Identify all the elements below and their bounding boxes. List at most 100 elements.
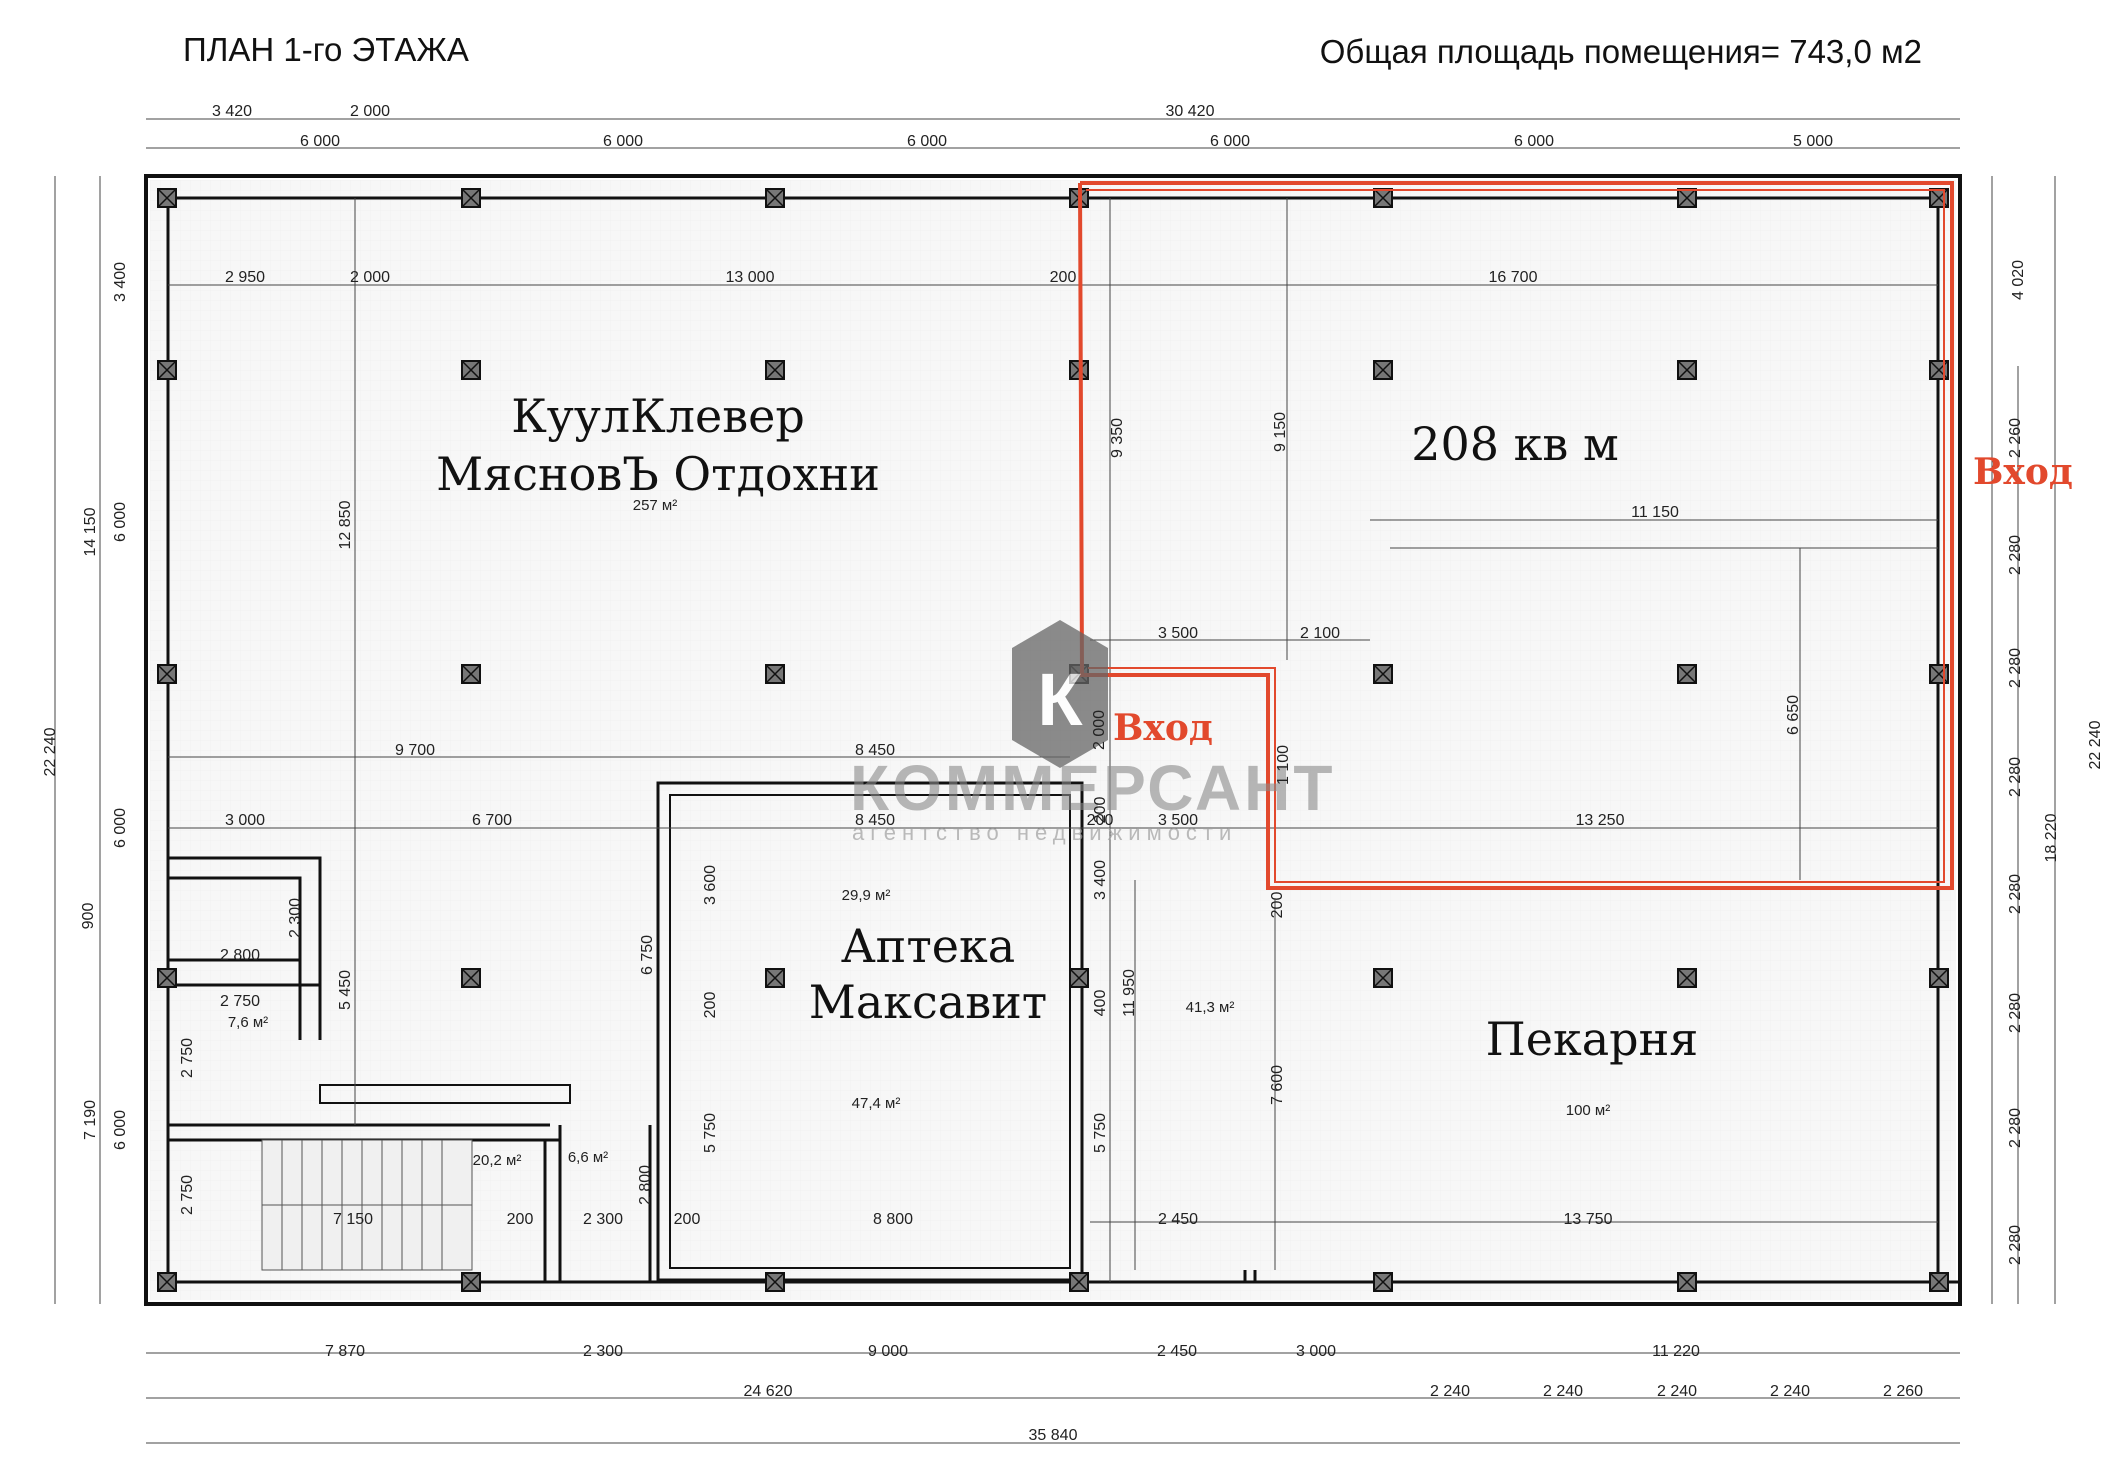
dim-bot2-5: 2 240 [1770,1383,1810,1400]
dim-int-11150: 11 150 [1631,504,1679,521]
area-20-2: 20,2 м² [473,1152,522,1169]
column-marker [765,360,785,380]
dim-left-6000c: 6 000 [112,1110,129,1150]
column-marker [1929,664,1949,684]
column-marker [1929,188,1949,208]
dim-int-2300: 2 300 [583,1211,623,1228]
dim-top-2000: 2 000 [350,103,390,120]
dim-int-8450a: 8 450 [855,742,895,759]
column-marker [765,664,785,684]
dim-bot1-3: 9 000 [868,1343,908,1360]
dim-right-2280e: 2 280 [2007,993,2024,1033]
column-marker [1929,968,1949,988]
svg-text:К: К [1037,658,1083,741]
column-marker [1069,968,1089,988]
dim-int-9700: 9 700 [395,742,435,759]
dim-int-200b: 200 [1087,812,1114,829]
room-label-apteka: Аптека [841,919,1015,973]
dim-int-v2750b: 2 750 [179,1175,196,1215]
dim-int-v9150: 9 150 [1272,412,1289,452]
entrance-label-center: Вход [1113,707,1213,749]
dim-int-7150: 7 150 [333,1211,373,1228]
dim-int-v3400: 3 400 [1092,860,1109,900]
room-label-kuulklever: КуулКлевер [511,389,805,443]
dim-bot1-4: 2 450 [1157,1343,1197,1360]
column-marker [1677,968,1697,988]
dim-int-2950: 2 950 [225,269,265,286]
dim-bot2-6: 2 260 [1883,1383,1923,1400]
dim-left-22240: 22 240 [42,727,59,776]
dim-right-2260: 2 260 [2007,418,2024,458]
column-marker [461,360,481,380]
dim-left-14150: 14 150 [82,507,99,556]
dim-int-3000: 3 000 [225,812,265,829]
dim-right-2280f: 2 280 [2007,1108,2024,1148]
dim-top2-3: 6 000 [907,133,947,150]
dim-int-v2800: 2 800 [637,1165,654,1205]
dim-int-16700: 16 700 [1489,269,1538,286]
dim-bot3-1: 35 840 [1029,1427,1078,1444]
dim-top2-2: 6 000 [603,133,643,150]
watermark-subtitle: агентство недвижимости [852,820,1237,845]
dim-right-2280c: 2 280 [2007,757,2024,797]
dim-int-8450b: 8 450 [855,812,895,829]
dim-int-v400: 400 [1092,990,1109,1017]
dim-left-6000b: 6 000 [112,808,129,848]
column-marker [1373,1272,1393,1292]
column-marker [1677,664,1697,684]
dim-right-2280d: 2 280 [2007,874,2024,914]
dim-int-200c: 200 [507,1211,534,1228]
dim-top2-4: 6 000 [1210,133,1250,150]
dim-int-v200a: 200 [1092,797,1109,824]
dim-bot2-1: 24 620 [744,1383,793,1400]
outer-walls [144,174,1962,1306]
dim-int-v2000: 2 000 [1091,710,1108,750]
dim-int-v2750a: 2 750 [179,1038,196,1078]
dim-int-3500b: 3 500 [1158,812,1198,829]
dim-top2-1: 6 000 [300,133,340,150]
dim-int-v5750b: 5 750 [1092,1113,1109,1153]
column-marker [765,188,785,208]
column-marker [157,968,177,988]
dim-right-2280a: 2 280 [2007,535,2024,575]
area-100: 100 м² [1566,1102,1611,1119]
column-marker [1929,1272,1949,1292]
dim-int-2000: 2 000 [350,269,390,286]
dim-right-2280g: 2 280 [2007,1225,2024,1265]
dim-int-v12850: 12 850 [337,500,354,549]
dim-bot1-2: 2 300 [583,1343,623,1360]
dim-int-2100: 2 100 [1300,625,1340,642]
column-marker [461,968,481,988]
room-label-208: 208 кв м [1411,417,1618,471]
dim-left-3400: 3 400 [112,262,129,302]
column-marker [461,1272,481,1292]
room-label-pekarnya: Пекарня [1486,1012,1699,1066]
staircase [261,1139,473,1271]
column-marker [1373,968,1393,988]
column-marker [1677,360,1697,380]
dim-int-13000: 13 000 [726,269,775,286]
dim-int-v200b: 200 [702,992,719,1019]
column-marker [157,1272,177,1292]
column-marker [157,664,177,684]
room-label-myasnov: МясновЪ Отдохни [436,447,880,501]
area-257: 257 м² [633,497,678,514]
area-6-6: 6,6 м² [568,1149,608,1166]
column-marker [1677,1272,1697,1292]
dim-int-8800: 8 800 [873,1211,913,1228]
dim-left-7190: 7 190 [82,1100,99,1140]
column-marker [765,1272,785,1292]
dim-int-v3600: 3 600 [702,865,719,905]
area-47-4: 47,4 м² [852,1095,901,1112]
dim-int-2800: 2 800 [220,947,260,964]
column-marker [1373,664,1393,684]
dim-int-v9350: 9 350 [1109,418,1126,458]
highlight-outline-inner [1086,189,1945,883]
dim-top-30420: 30 420 [1166,103,1215,120]
dim-int-v5750a: 5 750 [702,1113,719,1153]
dim-int-v5450: 5 450 [337,970,354,1010]
column-marker [157,188,177,208]
area-41-3: 41,3 м² [1186,999,1235,1016]
dim-int-v6650: 6 650 [1785,695,1802,735]
dim-int-200d: 200 [674,1211,701,1228]
